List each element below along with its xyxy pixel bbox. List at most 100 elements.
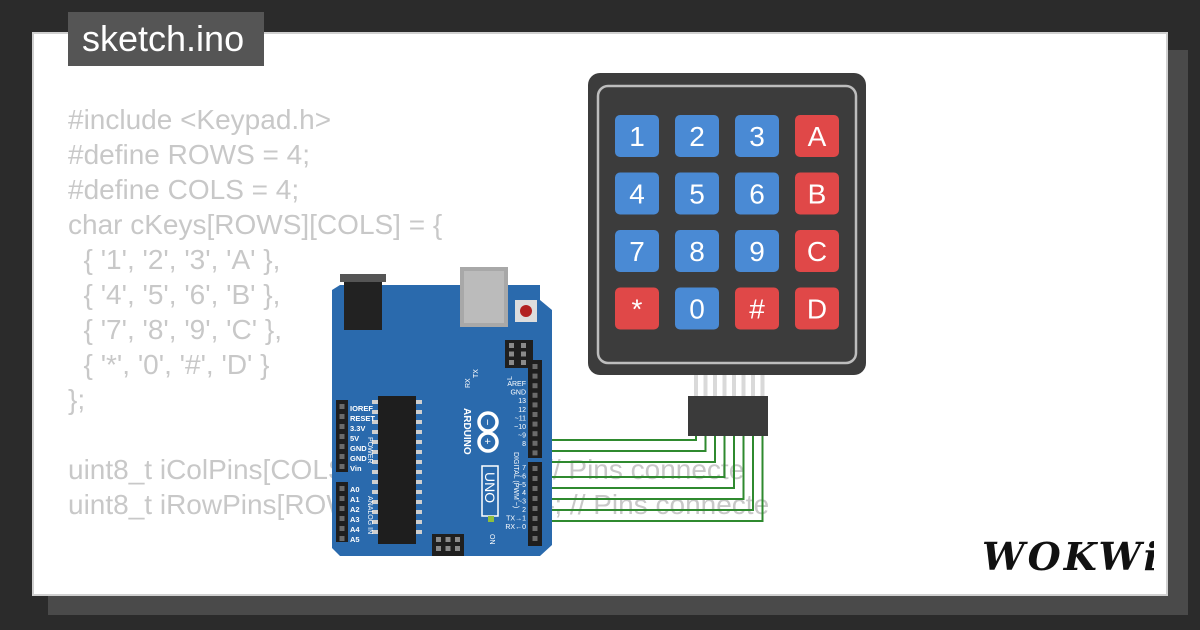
icsp-pin [445, 546, 451, 551]
keypad-key[interactable]: 4 [615, 172, 659, 215]
keypad-key-label: # [749, 294, 765, 325]
chip-pin [416, 430, 422, 434]
header-pin[interactable] [339, 536, 345, 541]
microcontroller-chip [378, 396, 416, 544]
header-pin[interactable] [532, 466, 538, 471]
header-pin[interactable] [339, 486, 345, 491]
header-pin[interactable] [532, 431, 538, 437]
header-pin[interactable] [532, 383, 538, 389]
reset-button[interactable] [520, 305, 532, 317]
header-pin[interactable] [532, 496, 538, 501]
header-pin[interactable] [339, 516, 345, 521]
keypad-key[interactable]: 0 [675, 287, 719, 330]
digital-pin-label: TX→1 [506, 515, 526, 522]
keypad-key-cap [795, 172, 839, 215]
chip-pin [372, 490, 378, 494]
header-pin[interactable] [339, 496, 345, 501]
header-pin[interactable] [339, 506, 345, 511]
icsp-pin [455, 537, 460, 542]
icsp-pin [436, 537, 441, 542]
keypad-key-cap [675, 115, 719, 157]
chip-pin [372, 460, 378, 464]
header-pin[interactable] [532, 526, 538, 531]
icsp-pin [509, 351, 514, 357]
chip-pin [416, 490, 422, 494]
keypad-key-label: 4 [629, 179, 645, 210]
keypad-key[interactable]: 6 [735, 172, 779, 215]
header-pin[interactable] [339, 454, 345, 459]
header-pin[interactable] [532, 450, 538, 456]
keypad-key[interactable]: A [795, 115, 839, 157]
icsp-pin [521, 343, 526, 348]
header-pin[interactable] [532, 536, 538, 541]
keypad-key-cap [735, 115, 779, 157]
svg-text:+: + [481, 438, 493, 444]
keypad-key[interactable]: 9 [735, 230, 779, 272]
header-pin[interactable] [339, 526, 345, 531]
keypad-key[interactable]: B [795, 172, 839, 215]
keypad-key[interactable]: # [735, 287, 779, 330]
header-pin[interactable] [532, 506, 538, 511]
keypad-key-cap [735, 172, 779, 215]
analog-pin-label: A2 [350, 505, 360, 514]
digital-pin-label: 13 [518, 398, 526, 405]
chip-pin [416, 400, 422, 404]
keypad-key[interactable]: 5 [675, 172, 719, 215]
header-pin[interactable] [532, 364, 538, 369]
header-pin[interactable] [532, 476, 538, 481]
keypad-key-label: B [808, 179, 827, 210]
header-pin[interactable] [532, 486, 538, 491]
header-pin[interactable] [339, 434, 345, 439]
header-pin[interactable] [339, 414, 345, 419]
chip-pin [416, 410, 422, 414]
header-pins [339, 364, 538, 541]
header-pin[interactable] [532, 402, 538, 408]
ribbon-lead [751, 375, 755, 399]
header-pin[interactable] [532, 392, 538, 398]
keypad-key[interactable]: 3 [735, 115, 779, 157]
keypad-key-label: A [808, 121, 827, 152]
barrel-jack-top [340, 274, 386, 282]
chip-pin [372, 480, 378, 484]
power-pin-label: Vin [350, 464, 362, 473]
header-pin[interactable] [532, 440, 538, 446]
keypad-key[interactable]: C [795, 230, 839, 272]
keypad-key-label: D [807, 294, 827, 325]
digital-pin-label: 2 [522, 507, 526, 514]
keypad-key[interactable]: 8 [675, 230, 719, 272]
code-line: #define ROWS = 4; [68, 139, 311, 170]
digital-pin-label: 7 [522, 465, 526, 472]
header-pin[interactable] [532, 412, 538, 417]
keypad-key[interactable]: D [795, 287, 839, 330]
keypad-ribbon [694, 375, 765, 399]
code-line: #define COLS = 4; [68, 174, 300, 205]
digital-pin-label: ~3 [518, 499, 526, 506]
code-line: { '7', '8', '9', 'C' }, [68, 314, 282, 345]
arduino-model: UNO [482, 472, 498, 503]
power-pin-label: 3.3V [350, 424, 365, 433]
header-pin[interactable] [339, 444, 345, 449]
digital-pin-label: 12 [518, 407, 526, 414]
keypad-key-label: 9 [749, 236, 765, 267]
keypad-key-label: 1 [629, 121, 645, 152]
header-pin[interactable] [532, 516, 538, 521]
header-pin[interactable] [339, 424, 345, 429]
header-pin[interactable] [339, 464, 345, 469]
keypad-key[interactable]: * [615, 287, 659, 330]
keypad-key[interactable]: 1 [615, 115, 659, 157]
keypad-key-cap [795, 115, 839, 157]
keypad-header [688, 396, 768, 436]
keypad-key[interactable]: 2 [675, 115, 719, 157]
header-pin[interactable] [339, 404, 345, 409]
header-pin[interactable] [532, 421, 538, 427]
keypad-key[interactable]: 7 [615, 230, 659, 272]
header-pin[interactable] [532, 373, 538, 379]
power-pin-label: RESET [350, 414, 375, 423]
file-tab-title[interactable]: sketch.ino [68, 12, 265, 66]
wokwi-logo-text: WOKWi [982, 534, 1154, 579]
